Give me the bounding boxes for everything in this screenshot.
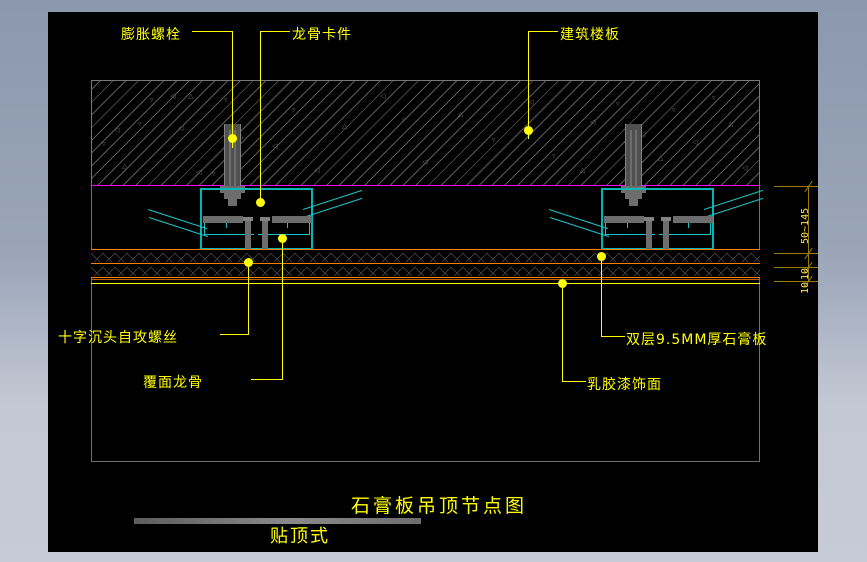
dim-text-board-2: 10 (800, 281, 811, 294)
gypsum-line-bottom2 (91, 279, 760, 280)
drawing-canvas[interactable]: ◁ ▿ ◁ △ ▿ ◁ ▿ △ ◁ ▿ ◁ ▿ △ ◁ ▿ ◁ △ ▿ ◁ ▿ … (48, 12, 818, 552)
self-tapping-screw-right-1 (646, 219, 652, 261)
expansion-bolt-sleeve-right (626, 124, 641, 186)
label-floor-slab: 建筑楼板 (560, 27, 620, 43)
dim-text-board-1: 10 (800, 267, 811, 280)
leader-floor-slab (528, 31, 529, 139)
self-tapping-screw-left-1-head (243, 217, 253, 221)
drawing-subtitle: 贴顶式 (270, 526, 330, 547)
label-expansion-bolt: 膨胀螺栓 (121, 27, 181, 43)
keel-box-left-side-left (200, 188, 202, 250)
gypsum-board-layer-2 (91, 264, 760, 277)
concrete-slab-hatch: ◁ ▿ ◁ △ ▿ ◁ ▿ △ ◁ ▿ ◁ ▿ △ ◁ ▿ ◁ △ ▿ ◁ ▿ … (91, 80, 760, 186)
dim-ext-line-bot (774, 281, 818, 282)
expansion-bolt-outline-right (625, 124, 626, 186)
keel-box-left-side-right (601, 188, 603, 250)
hanger-washer-left (224, 193, 241, 199)
self-tapping-screw-right-2 (663, 219, 669, 274)
leader-latex-paint-h (562, 381, 586, 382)
leader-keel-clip (260, 31, 261, 202)
leader-expansion-bolt-h (192, 31, 233, 32)
keel-web2-right (659, 234, 711, 235)
self-tapping-screw-right-1-head (644, 217, 654, 221)
leader-face-keel-h (251, 379, 283, 380)
slab-underside-line (91, 185, 760, 186)
label-self-tapping-screw: 十字沉头自攻螺丝 (58, 330, 178, 346)
expansion-bolt-outline2-left (240, 124, 241, 186)
leader-gypsum-board-h (601, 336, 625, 337)
hanger-washer-right (625, 193, 642, 199)
hanger-rod-right (630, 130, 632, 186)
gypsum-board-layer-1 (91, 250, 760, 263)
hanger-rod-left (229, 130, 231, 186)
leader-dot-expansion-bolt (228, 134, 237, 143)
hanger-bolt-left (228, 199, 237, 206)
drawing-title: 石膏板吊顶节点图 (351, 495, 528, 517)
leader-floor-slab-h (528, 31, 558, 32)
dim-ext-line-top (774, 186, 818, 187)
self-tapping-screw-left-2 (262, 219, 268, 274)
furring-rail-left-a (203, 216, 243, 223)
gypsum-line-bottom (91, 277, 760, 278)
keel-web-right (605, 234, 655, 235)
dim-ext-line-mid (774, 253, 818, 254)
leader-dot-face-keel (278, 234, 287, 243)
dim-line-vertical (808, 186, 809, 281)
leader-expansion-bolt (232, 31, 233, 148)
self-tapping-screw-right-2-head (661, 217, 671, 221)
keel-clip-hook-v-left (226, 219, 227, 228)
keel-box-top-left (200, 188, 313, 190)
hanger-rod2-right (635, 130, 637, 186)
label-face-keel: 覆面龙骨 (143, 375, 203, 391)
keel-web-left (204, 234, 254, 235)
furring-rail-left-b (272, 216, 312, 223)
gypsum-line-middle (91, 263, 760, 264)
self-tapping-screw-left-2-head (260, 217, 270, 221)
dim-ext-line-mid2 (774, 267, 818, 268)
keel-clip-hook2-v-right (688, 219, 689, 228)
label-latex-paint: 乳胶漆饰面 (587, 377, 662, 393)
expansion-bolt-outline2-right (641, 124, 642, 186)
dim-text-hanger-height: 50~145 (800, 207, 811, 244)
leader-dot-gypsum-board (597, 252, 606, 261)
keel-clip-hook-v-right (627, 219, 628, 228)
furring-rail-right-a (604, 216, 644, 223)
leader-screw-h (220, 334, 249, 335)
leader-dot-latex-paint (558, 279, 567, 288)
leader-face-keel (282, 238, 283, 379)
label-gypsum-board: 双层9.5MM厚石膏板 (626, 332, 768, 348)
leader-gypsum-board (601, 256, 602, 336)
hanger-rod2-left (234, 130, 236, 186)
keel-stiffener2-left (309, 220, 310, 234)
keel-box-top-right (601, 188, 714, 190)
keel-box-right-side-left (311, 188, 313, 250)
leader-latex-paint (562, 283, 563, 381)
expansion-bolt-outline-left (224, 124, 225, 186)
keel-stiffener2-right (710, 220, 711, 234)
hanger-bolt-right (629, 199, 638, 206)
furring-rail-right-b (673, 216, 713, 223)
title-underline-bar (134, 518, 421, 524)
keel-clip-hook2-v-left (287, 219, 288, 228)
leader-dot-floor-slab (524, 126, 533, 135)
leader-keel-clip-h (260, 31, 290, 32)
self-tapping-screw-left-1 (245, 219, 251, 261)
keel-box-right-side-right (712, 188, 714, 250)
label-keel-clip: 龙骨卡件 (292, 27, 352, 43)
leader-dot-keel-clip (256, 198, 265, 207)
leader-dot-screw (244, 258, 253, 267)
gypsum-line-top (91, 249, 760, 250)
leader-screw (248, 262, 249, 334)
latex-paint-finish-line (91, 283, 760, 284)
